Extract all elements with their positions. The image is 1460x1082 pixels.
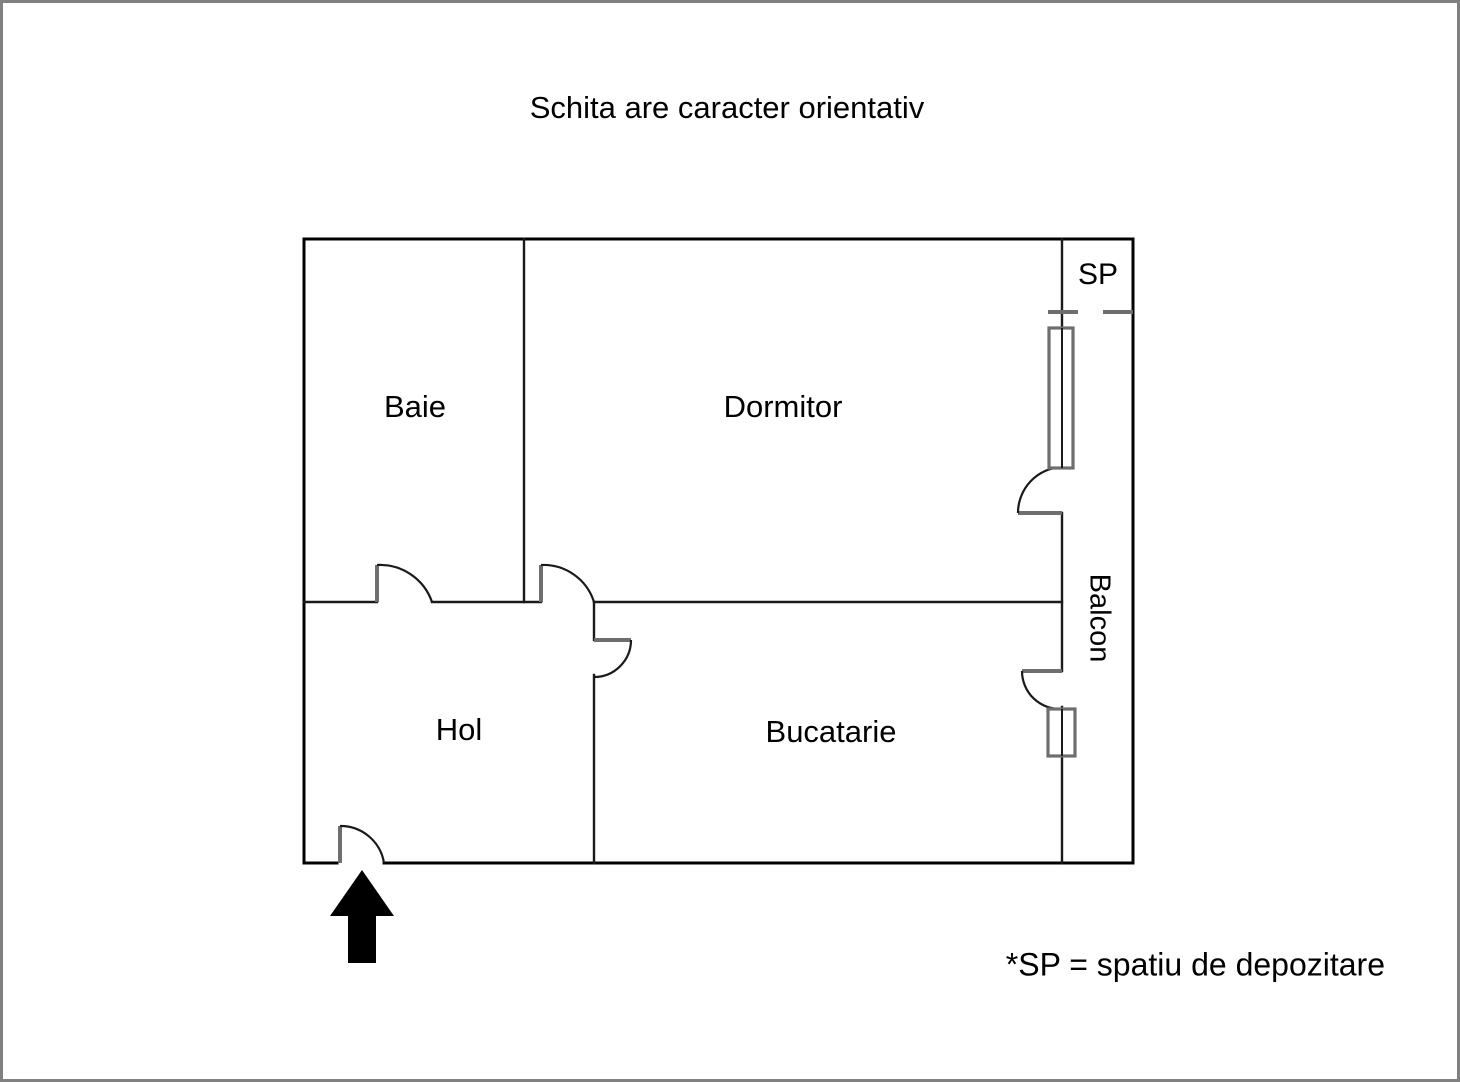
entrance-arrow-icon [330,870,394,963]
room-label-sp: SP [1078,258,1118,291]
bucatarie-balcony-door-swing-arc [1020,670,1063,711]
room-label-balcon: Balcon [1083,574,1115,663]
page-title: Schita are caracter orientativ [530,90,925,125]
room-label-dormitor: Dormitor [724,389,843,424]
footnote-sp-legend: *SP = spatiu de depozitare [1006,946,1385,982]
room-label-baie: Baie [384,389,446,424]
hol-bucatarie-door-swing-arc [593,639,633,679]
room-label-hol: Hol [436,712,483,747]
dormitor-balcony-door-swing-arc [1016,465,1063,514]
dormitor-door-swing-arc [540,563,596,603]
entry-door-swing-arc [339,824,386,864]
baie-door-swing-arc [376,563,434,603]
room-label-bucatarie: Bucatarie [766,714,897,749]
